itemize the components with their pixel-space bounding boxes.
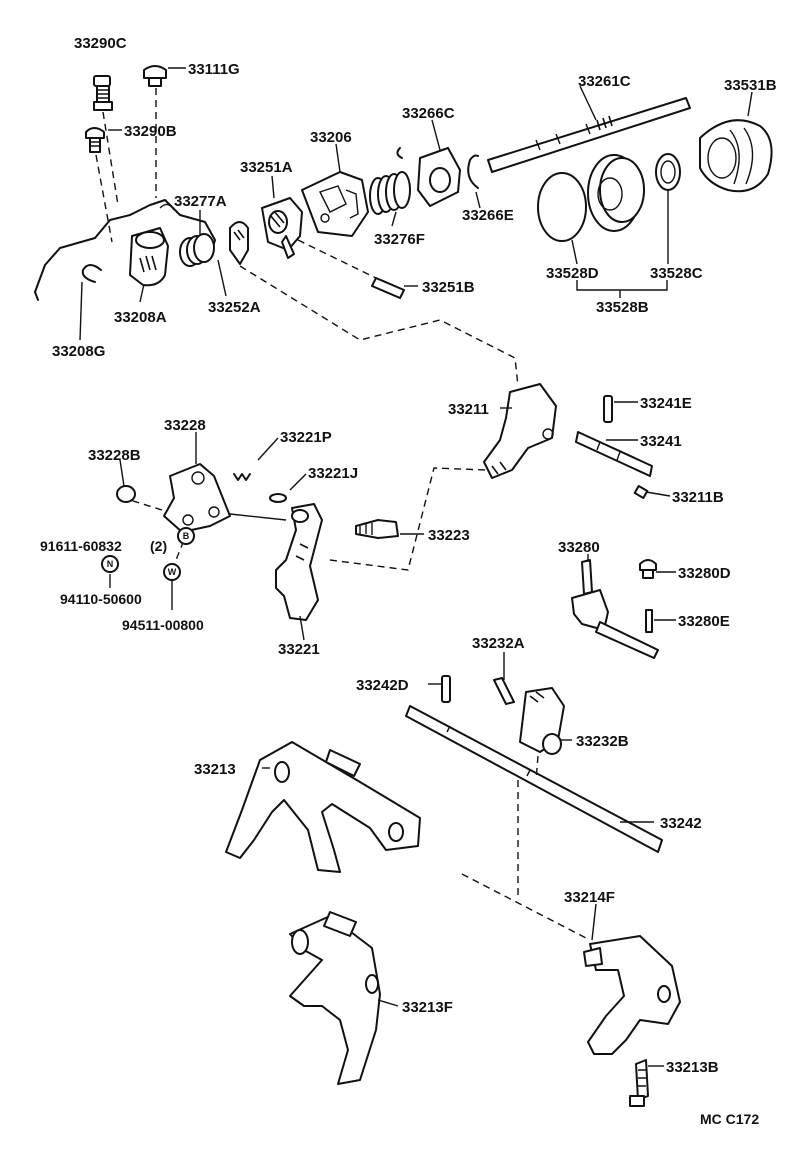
label-33280E: 33280E: [678, 613, 730, 630]
marker-N-text: N: [107, 559, 114, 569]
bearing-33528B: [537, 153, 681, 242]
shift-inner-lever-33211: [483, 383, 557, 479]
pin-33242D: [441, 675, 451, 703]
shaft-33242: [405, 705, 663, 853]
bushing-33228B: [116, 485, 136, 503]
boot-33531B: [699, 119, 773, 193]
label-33290C: 33290C: [74, 35, 127, 52]
label-33221J: 33221J: [308, 465, 358, 482]
label-33528C: 33528C: [650, 265, 703, 282]
label-33266C: 33266C: [402, 105, 455, 122]
label-33266E: 33266E: [462, 207, 514, 224]
label-33208G: 33208G: [52, 343, 105, 360]
marker-N: N: [101, 555, 119, 573]
marker-W-text: W: [168, 567, 177, 577]
fork-33214F: [583, 935, 681, 1055]
spring-33277A: [179, 233, 215, 267]
spring-33276F: [369, 171, 411, 215]
pin-33251B: [371, 277, 405, 299]
label-91611-qty: (2): [150, 538, 167, 554]
pin-33280E: [645, 609, 653, 633]
label-33241: 33241: [640, 433, 682, 450]
housing-33206: [301, 171, 369, 237]
label-33213: 33213: [194, 761, 236, 778]
snap-ring-33266E: [467, 154, 479, 189]
label-33232B: 33232B: [576, 733, 629, 750]
label-33242: 33242: [660, 815, 702, 832]
label-33528B: 33528B: [596, 299, 649, 316]
plug-33280D: [639, 559, 657, 579]
head-33232B: [519, 687, 565, 755]
snap-ring-33208G: [81, 264, 102, 283]
marker-W: W: [163, 563, 181, 581]
pin-33211B: [633, 485, 649, 499]
label-33277A: 33277A: [174, 193, 227, 210]
cover-33266C: [396, 147, 461, 207]
label-33241E: 33241E: [640, 395, 692, 412]
label-94110-50600: 94110-50600: [60, 591, 142, 607]
pin-33232A: [493, 677, 515, 705]
marker-B-text: B: [183, 531, 190, 541]
label-33280: 33280: [558, 539, 600, 556]
bolt-33290C: [93, 75, 113, 111]
diagram-reference: MC C172: [700, 1111, 759, 1127]
label-33208A: 33208A: [114, 309, 167, 326]
leader-lines: [79, 67, 753, 1067]
label-33214F: 33214F: [564, 889, 615, 906]
bolt-33213B: [629, 1059, 649, 1107]
part-labels: 33290C 33111G 33290B 33261C 33531B 33266…: [40, 35, 777, 1127]
select-lever-33221: [275, 503, 323, 621]
label-33276F: 33276F: [374, 231, 425, 248]
label-33280D: 33280D: [678, 565, 731, 582]
label-33228: 33228: [164, 417, 206, 434]
housing-outline: [34, 199, 216, 301]
inner-lever-33251A: [261, 197, 303, 259]
label-33531B: 33531B: [724, 77, 777, 94]
label-33251A: 33251A: [240, 159, 293, 176]
fork-33213F: [289, 911, 381, 1085]
lever-33252A: [229, 221, 249, 265]
label-33232A: 33232A: [472, 635, 525, 652]
label-33221P: 33221P: [280, 429, 332, 446]
spring-33221P: [233, 473, 251, 481]
bolt-33223: [355, 519, 399, 539]
label-33290B: 33290B: [124, 123, 177, 140]
label-33228B: 33228B: [88, 447, 141, 464]
marker-B: B: [177, 527, 195, 545]
label-33251B: 33251B: [422, 279, 475, 296]
shaft-33241: [575, 431, 653, 477]
label-94511-00800: 94511-00800: [122, 617, 204, 633]
pin-33241E: [603, 395, 613, 423]
plug-33111G: [143, 65, 167, 87]
label-33111G: 33111G: [188, 61, 240, 78]
label-33261C: 33261C: [578, 73, 631, 90]
label-91611-60832: 91611-60832: [40, 538, 122, 554]
label-33206: 33206: [310, 129, 352, 146]
ring-33221J: [269, 493, 287, 503]
shaft-33261C: [487, 97, 691, 173]
label-33528D: 33528D: [546, 265, 599, 282]
label-33242D: 33242D: [356, 677, 409, 694]
label-33211B: 33211B: [672, 489, 724, 506]
bolt-33290B: [85, 127, 105, 153]
label-33213F: 33213F: [402, 999, 453, 1016]
bracket-33228: [163, 463, 231, 533]
label-33252A: 33252A: [208, 299, 261, 316]
shift-lever-33208A: [129, 227, 169, 287]
label-33211: 33211: [448, 401, 489, 418]
label-33223: 33223: [428, 527, 470, 544]
label-33213B: 33213B: [666, 1059, 719, 1076]
reverse-lever-33280: [571, 559, 659, 659]
fork-33213: [225, 741, 421, 873]
label-33221: 33221: [278, 641, 320, 658]
